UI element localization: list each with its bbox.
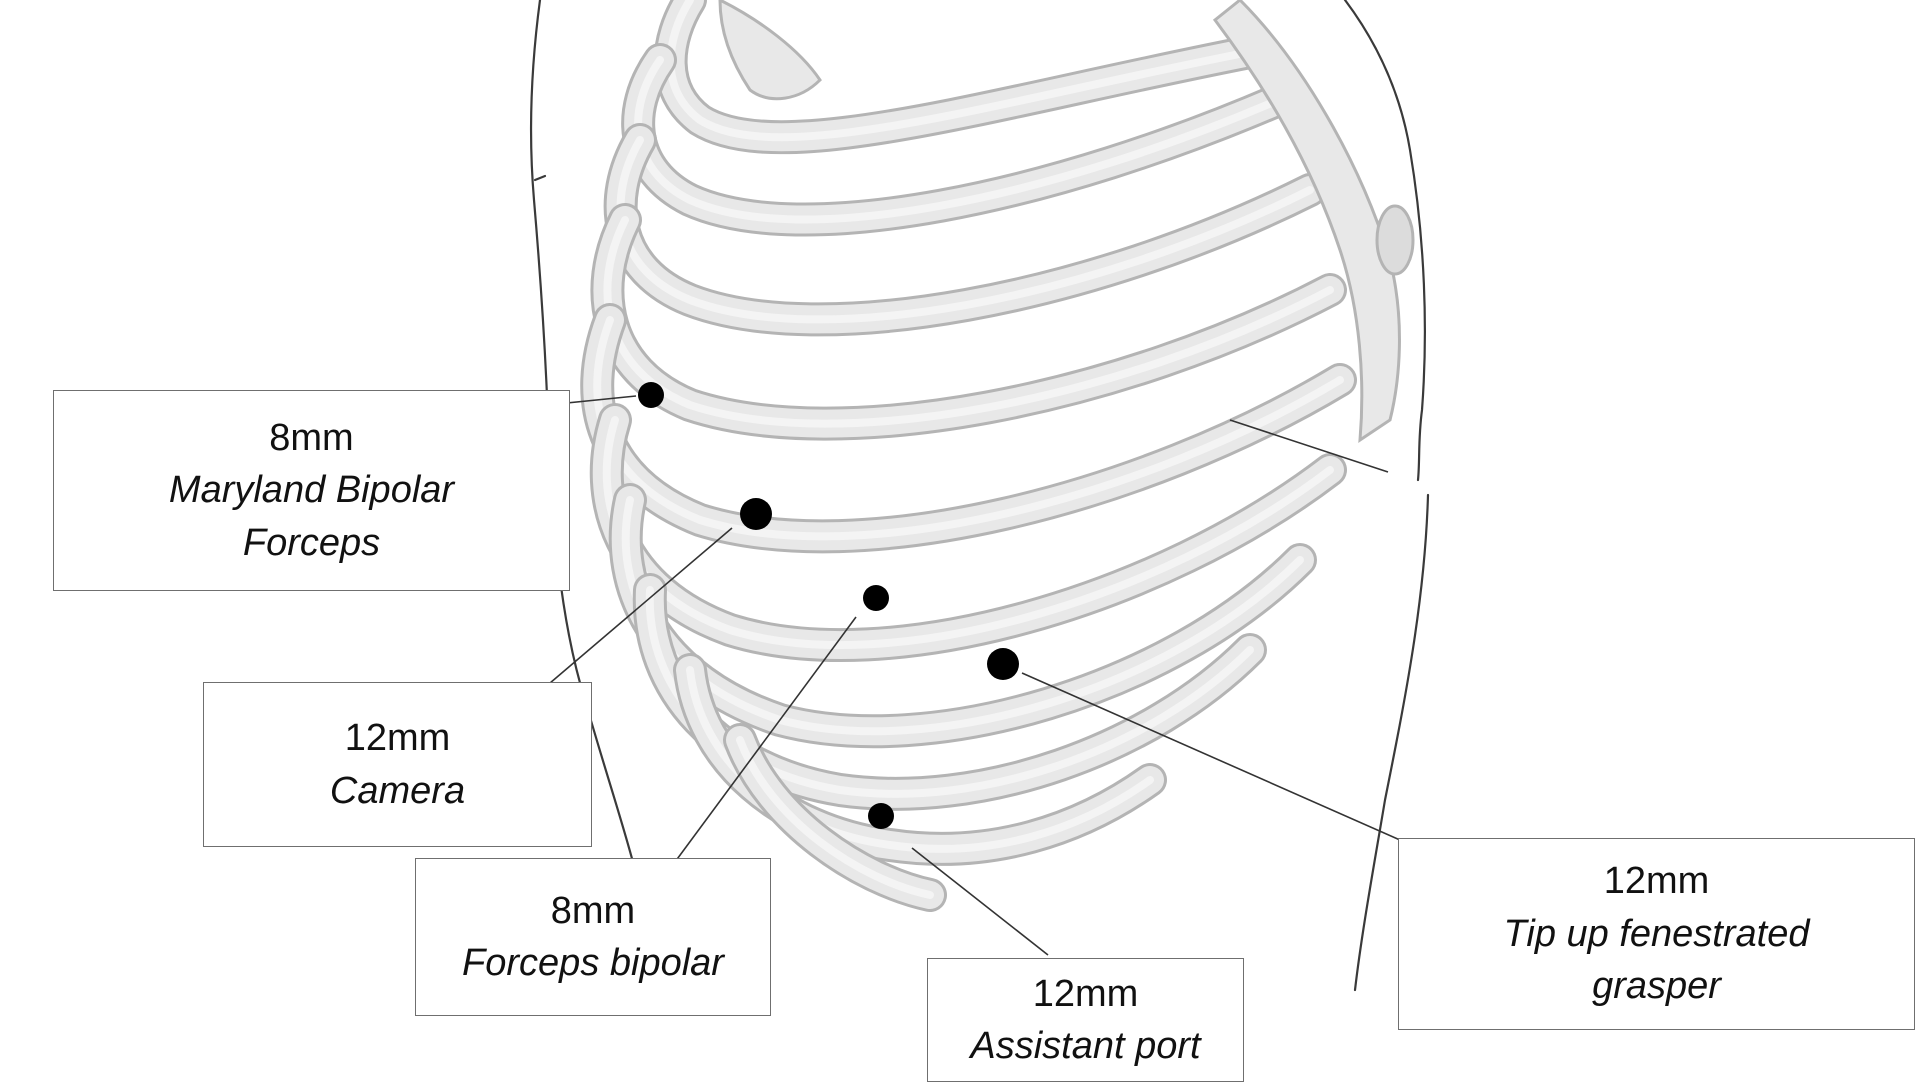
leader-line	[542, 527, 733, 690]
port-size: 12mm	[1603, 860, 1710, 903]
port-size: 12mm	[1032, 972, 1139, 1015]
right-lower-contour	[1353, 493, 1430, 992]
ribs-group	[580, 0, 1357, 912]
port-size: 12mm	[344, 717, 451, 760]
leader-line	[1021, 672, 1419, 849]
rib	[723, 723, 947, 912]
label-maryland-bipolar-forceps: 8mm Maryland Bipolar Forceps	[53, 390, 570, 591]
port-marker-dot	[740, 498, 772, 530]
label-forceps-bipolar: 8mm Forceps bipolar	[415, 858, 771, 1016]
port-marker-dot	[863, 585, 889, 611]
leader-line	[1229, 419, 1389, 473]
instrument-name: Camera	[329, 769, 466, 812]
instrument-name: Tip up fenestrated	[1503, 912, 1810, 955]
leader-lines	[477, 395, 1419, 956]
leader-line	[911, 847, 1049, 956]
left-contour-tick	[533, 174, 547, 182]
instrument-name-line-2: grasper	[1592, 965, 1721, 1008]
instrument-name: Maryland Bipolar	[168, 469, 455, 512]
rib	[673, 653, 1167, 866]
sternum	[718, 0, 1415, 443]
port-marker-dot	[638, 382, 664, 408]
port-size: 8mm	[550, 889, 636, 932]
instrument-name: Assistant port	[970, 1025, 1201, 1067]
leader-line	[671, 616, 857, 867]
port-marker-dot	[987, 648, 1019, 680]
rib	[603, 123, 1327, 337]
port-size: 8mm	[269, 416, 354, 459]
label-assistant-port: 12mm Assistant port	[927, 958, 1244, 1082]
right-torso-contour	[1343, 0, 1426, 482]
instrument-name-line-2: Forceps	[242, 521, 381, 564]
label-tip-up-fenestrated-grasper: 12mm Tip up fenestrated grasper	[1398, 838, 1915, 1030]
port-marker-dot	[868, 803, 894, 829]
port-markers	[638, 382, 1019, 829]
label-camera: 12mm Camera	[203, 682, 592, 847]
instrument-name: Forceps bipolar	[462, 942, 724, 984]
